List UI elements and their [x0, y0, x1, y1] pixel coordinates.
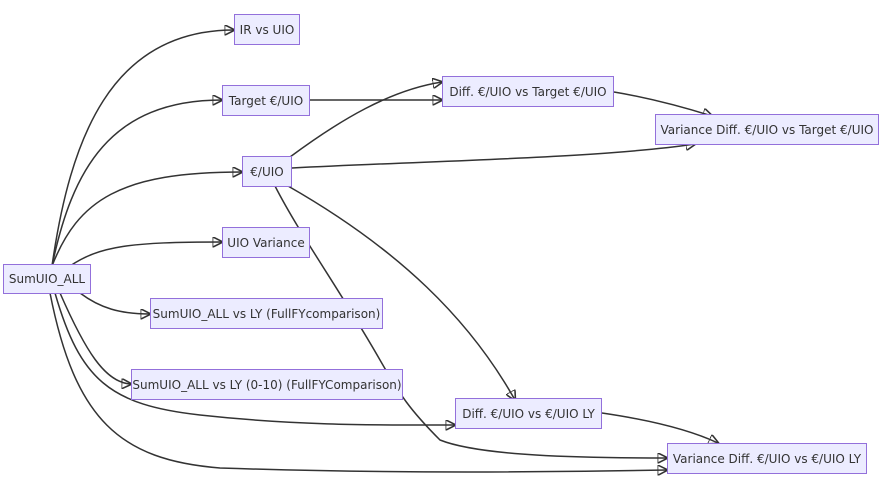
edge-diff-vs-ly-to-variance-diff-vs-ly	[601, 412, 718, 443]
node-eur-uio: €/UIO	[242, 156, 292, 187]
edge-sumuio-to-ir-vs-uio	[51, 30, 234, 267]
node-uio-variance: UIO Variance	[222, 227, 310, 258]
edge-sumuio-to-uio-variance	[69, 242, 222, 267]
edge-sumuio-to-variance-diff-vs-ly	[49, 292, 667, 472]
edge-sumuio-to-target-eur-uio	[51, 100, 222, 267]
node-variance-diff-vs-target: Variance Diff. €/UIO vs Target €/UIO	[655, 114, 879, 145]
node-sumuio-vs-ly-full: SumUIO_ALL vs LY (FullFYcomparison)	[150, 298, 383, 329]
edge-eur-uio-to-diff-vs-ly	[287, 185, 515, 400]
node-variance-diff-vs-ly: Variance Diff. €/UIO vs €/UIO LY	[667, 443, 867, 474]
edge-sumuio-to-sumuio-vs-ly-full	[79, 292, 150, 314]
node-ir-vs-uio: IR vs UIO	[234, 14, 300, 45]
edge-sumuio-to-eur-uio	[51, 172, 242, 267]
node-sumuio-vs-ly-0-10: SumUIO_ALL vs LY (0-10) (FullFYCompariso…	[131, 369, 403, 400]
node-diff-vs-target: Diff. €/UIO vs Target €/UIO	[442, 76, 614, 107]
edge-eur-uio-to-variance-diff-vs-target	[291, 144, 695, 169]
edge-sumuio-to-sumuio-vs-ly-0-10	[59, 292, 131, 384]
node-sumuio-all: SumUIO_ALL	[3, 264, 91, 294]
edge-eur-uio-to-variance-diff-vs-ly	[274, 185, 667, 458]
edge-diff-vs-target-to-variance-diff-vs-target	[613, 91, 712, 116]
node-diff-vs-ly: Diff. €/UIO vs €/UIO LY	[455, 398, 602, 429]
node-target-eur-uio: Target €/UIO	[222, 85, 310, 116]
edge-eur-uio-to-diff-vs-target	[289, 82, 442, 158]
edge-sumuio-to-diff-vs-ly	[54, 292, 455, 425]
